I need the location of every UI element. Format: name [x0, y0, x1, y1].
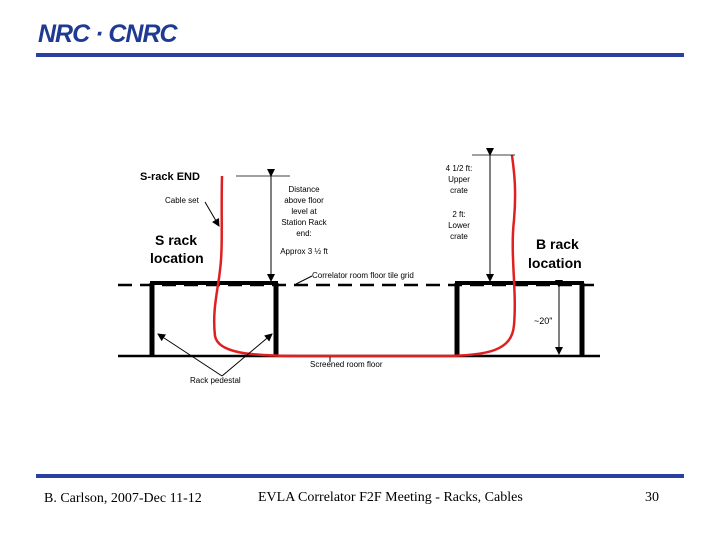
rack-pedestal-label: Rack pedestal — [190, 376, 241, 385]
pedestal-leader-left — [157, 333, 223, 377]
b-rack-location-label-2: location — [528, 255, 582, 271]
svg-text:Upper: Upper — [448, 175, 470, 184]
s-rack-pedestal — [149, 281, 279, 356]
upper-crate-label: 4 1/2 ft: Upper crate — [446, 164, 473, 195]
svg-text:4 1/2 ft:: 4 1/2 ft: — [446, 164, 473, 173]
nrc-cnrc-logo: NRC · CNRC — [38, 20, 178, 48]
twenty-inch-label: ~20" — [534, 316, 552, 326]
b-rack-location-label-1: B rack — [536, 236, 579, 252]
svg-text:end:: end: — [296, 229, 312, 238]
lower-crate-label: 2 ft: Lower crate — [448, 210, 470, 241]
footer-page-number: 30 — [645, 490, 659, 505]
b-rack-pedestal — [454, 281, 585, 356]
svg-text:level at: level at — [291, 207, 317, 216]
svg-text:crate: crate — [450, 232, 468, 241]
cable-set-leader — [204, 201, 220, 227]
pedestal-leader-right — [221, 333, 273, 377]
footer-meeting-title: EVLA Correlator F2F Meeting - Racks, Cab… — [258, 490, 523, 505]
svg-text:Approx 3 ½ ft: Approx 3 ½ ft — [280, 247, 328, 256]
s-rack-end-label: S-rack END — [140, 171, 200, 183]
header-rule — [36, 53, 684, 57]
tile-grid-label: Correlator room floor tile grid — [312, 271, 414, 280]
svg-text:Lower: Lower — [448, 221, 470, 230]
s-rack-location-label-1: S rack — [155, 232, 197, 248]
cable-set-label: Cable set — [165, 196, 200, 205]
distance-label: Distance above floor level at Station Ra… — [280, 185, 328, 256]
footer-author-date: B. Carlson, 2007-Dec 11-12 — [44, 491, 202, 506]
svg-text:Station Rack: Station Rack — [281, 218, 327, 227]
screened-floor-label: Screened room floor — [310, 360, 383, 369]
s-rack-location-label-2: location — [150, 250, 204, 266]
tile-grid-leader — [295, 275, 313, 285]
svg-text:above floor: above floor — [284, 196, 324, 205]
svg-text:crate: crate — [450, 186, 468, 195]
cable-path — [212, 154, 517, 358]
svg-text:Distance: Distance — [288, 185, 320, 194]
svg-text:2 ft:: 2 ft: — [452, 210, 465, 219]
footer-rule — [36, 474, 684, 478]
